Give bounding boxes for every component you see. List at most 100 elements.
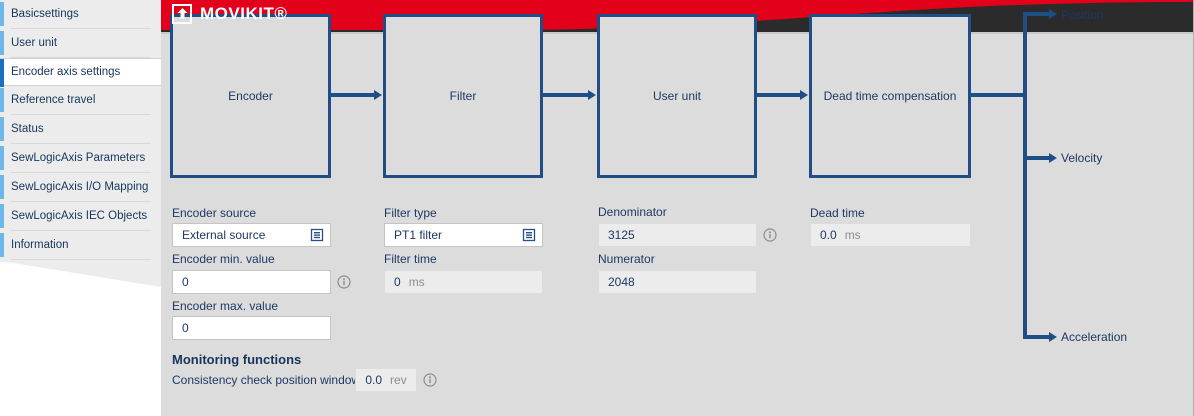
sidebar-item-marker [0, 2, 4, 26]
sidebar-divider [11, 172, 151, 173]
sidebar-item-label: SewLogicAxis IEC Objects [11, 210, 148, 222]
arrow-up-in-box-icon [172, 4, 192, 24]
sidebar-item-encoder-axis-settings[interactable]: Encoder axis settings [0, 58, 161, 87]
sidebar-item-marker [0, 204, 4, 228]
encoder-max-value-input[interactable]: 0 [172, 316, 331, 340]
filter-type-value: PT1 filter [394, 228, 443, 242]
sidebar-divider [11, 259, 151, 260]
sidebar-item-label: Information [11, 239, 69, 251]
label-encoder-min-value: Encoder min. value [172, 252, 275, 266]
filter-time-input[interactable]: 0 ms [384, 270, 543, 294]
brand-lockup: MOVIKIT® [172, 4, 287, 24]
dead-time-unit: ms [844, 228, 861, 242]
label-dead-time: Dead time [810, 206, 865, 220]
sidebar-item-information[interactable]: Information [0, 231, 161, 259]
sidebar: Basicsettings User unit Encoder axis set… [0, 0, 161, 416]
sidebar-divider [11, 201, 151, 202]
diagram-block-dead-time-compensation: Dead time compensation [809, 14, 971, 178]
sidebar-divider [11, 114, 151, 115]
label-encoder-max-value: Encoder max. value [172, 299, 279, 313]
numerator-value: 2048 [608, 275, 635, 289]
encoder-max-value: 0 [182, 321, 189, 335]
label-filter-time: Filter time [384, 252, 437, 266]
sidebar-item-label: SewLogicAxis I/O Mapping [11, 181, 149, 193]
filter-time-unit: ms [408, 275, 425, 289]
diagram-block-label: Filter [449, 89, 477, 103]
denominator-value: 3125 [608, 228, 635, 242]
arrowhead-dead-time-in [800, 90, 808, 100]
sidebar-item-label: Encoder axis settings [11, 66, 121, 78]
connector-encoder-to-filter [331, 93, 375, 97]
monitoring-functions-title: Monitoring functions [172, 352, 302, 367]
sidebar-divider [11, 28, 151, 29]
sidebar-item-marker [0, 175, 4, 199]
sidebar-divider [11, 143, 151, 144]
info-icon[interactable] [337, 275, 351, 289]
denominator-input[interactable]: 3125 [598, 223, 757, 247]
output-trunk-vertical [1023, 12, 1027, 339]
sidebar-item-label: Reference travel [11, 94, 96, 106]
numerator-input[interactable]: 2048 [598, 270, 757, 294]
consistency-check-value: 0.0 [365, 373, 382, 387]
sidebar-item-marker [0, 88, 4, 112]
arrowhead-position [1049, 9, 1057, 19]
sidebar-item-label: User unit [11, 37, 58, 49]
diagram-block-label: Encoder [228, 89, 273, 103]
sidebar-item-label: Basicsettings [11, 8, 79, 20]
diagram-block-encoder: Encoder [170, 14, 331, 178]
label-denominator: Denominator [598, 205, 667, 219]
encoder-min-value-input[interactable]: 0 [172, 270, 331, 294]
connector-trunk-to-velocity [1023, 156, 1051, 160]
connector-trunk-to-position [1023, 12, 1051, 16]
encoder-source-select[interactable]: External source [172, 223, 331, 247]
filter-type-select[interactable]: PT1 filter [384, 223, 543, 247]
diagram-block-label: User unit [652, 89, 702, 103]
arrowhead-acceleration [1049, 332, 1057, 342]
diagram-block-label: Dead time compensation [823, 89, 957, 103]
sidebar-item-marker [0, 31, 4, 55]
encoder-min-value: 0 [182, 275, 189, 289]
diagram-block-user-unit: User unit [597, 14, 757, 178]
encoder-source-value: External source [182, 228, 266, 242]
sidebar-divider [11, 57, 151, 58]
list-select-icon[interactable] [310, 228, 324, 242]
sidebar-item-marker [0, 233, 4, 257]
output-label-acceleration: Acceleration [1061, 330, 1128, 344]
arrowhead-filter-in [374, 90, 382, 100]
connector-user-unit-to-dead-time [757, 93, 801, 97]
output-label-position: Position [1061, 8, 1104, 22]
filter-time-value: 0 [394, 275, 401, 289]
sidebar-item-marker-active [0, 59, 4, 87]
sidebar-item-sewlogicaxis-iec-objects[interactable]: SewLogicAxis IEC Objects [0, 202, 161, 230]
connector-filter-to-user-unit [543, 93, 588, 97]
main-content: MOVIKIT® Encoder Filter User unit Dead t… [161, 0, 1194, 416]
label-consistency-check-position-window: Consistency check position window [172, 373, 361, 387]
diagram-block-filter: Filter [383, 14, 543, 178]
sidebar-divider [11, 230, 151, 231]
sidebar-panel: Basicsettings User unit Encoder axis set… [0, 0, 161, 287]
arrowhead-user-unit-in [588, 90, 596, 100]
consistency-check-position-window-input[interactable]: 0.0 rev [355, 368, 417, 392]
arrow-up-glyph [177, 8, 187, 19]
arrowhead-velocity [1049, 153, 1057, 163]
sidebar-item-user-unit[interactable]: User unit [0, 29, 161, 57]
dead-time-value: 0.0 [820, 228, 837, 242]
sidebar-item-status[interactable]: Status [0, 115, 161, 143]
output-label-velocity: Velocity [1061, 151, 1103, 165]
label-numerator: Numerator [598, 252, 655, 266]
sidebar-item-sewlogicaxis-parameters[interactable]: SewLogicAxis Parameters [0, 144, 161, 172]
sidebar-item-label: SewLogicAxis Parameters [11, 152, 146, 164]
sidebar-item-label: Status [11, 123, 44, 135]
connector-trunk-to-acceleration [1023, 335, 1051, 339]
brand-name: MOVIKIT® [200, 4, 288, 23]
sidebar-item-basicsettings[interactable]: Basicsettings [0, 0, 161, 28]
info-icon[interactable] [423, 373, 437, 387]
sidebar-item-sewlogicaxis-io-mapping[interactable]: SewLogicAxis I/O Mapping [0, 173, 161, 201]
connector-dead-time-to-trunk [971, 93, 1027, 97]
sidebar-nav-list: Basicsettings User unit Encoder axis set… [0, 0, 161, 260]
dead-time-input[interactable]: 0.0 ms [810, 223, 971, 247]
info-icon[interactable] [763, 228, 777, 242]
label-encoder-source: Encoder source [172, 206, 257, 220]
sidebar-item-reference-travel[interactable]: Reference travel [0, 86, 161, 114]
list-select-icon[interactable] [522, 228, 536, 242]
